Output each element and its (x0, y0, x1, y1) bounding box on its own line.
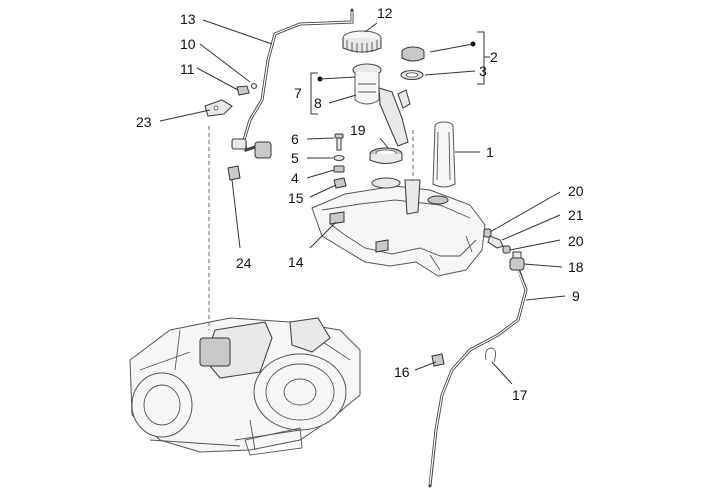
vent-hose-9 (428, 266, 528, 488)
leader-lines (159, 19, 566, 385)
hose-clip-10-11 (236, 82, 258, 96)
o-ring-3 (400, 69, 424, 81)
clip-16 (431, 353, 445, 367)
callout-2: 2 (490, 49, 498, 65)
washer-5 (333, 154, 345, 162)
clip-15 (333, 177, 347, 189)
bushing-4 (333, 165, 345, 173)
callout-7: 7 (294, 85, 302, 101)
callout-16: 16 (394, 364, 410, 380)
callout-6: 6 (291, 131, 299, 147)
filler-neck-1 (432, 121, 456, 188)
callout-3: 3 (479, 63, 487, 79)
callout-9: 9 (572, 288, 580, 304)
breather-hose-13 (231, 8, 354, 159)
callout-20-upper: 20 (568, 183, 584, 199)
clamp-20-upper (483, 228, 492, 238)
fuel-tank-14 (311, 177, 486, 277)
callout-1: 1 (486, 144, 494, 160)
callout-21: 21 (568, 207, 584, 223)
callout-18: 18 (568, 259, 584, 275)
hose-21 (487, 235, 504, 249)
screw-6 (334, 133, 344, 151)
fuel-pump-7-8 (352, 63, 411, 147)
callout-4: 4 (291, 170, 299, 186)
engine-assembly (129, 317, 361, 456)
filler-cap-2 (401, 46, 425, 62)
callout-13: 13 (180, 11, 196, 27)
pump-gasket-19 (369, 147, 403, 165)
bracket-23 (204, 99, 233, 117)
callout-11: 11 (180, 61, 195, 77)
clip-17 (485, 347, 497, 363)
clamp-20-lower (502, 245, 511, 254)
callout-12: 12 (377, 5, 393, 21)
connector-24 (227, 165, 241, 181)
callout-15: 15 (288, 190, 304, 206)
callout-labels: 13 10 11 23 24 12 2 3 7 8 19 6 5 4 15 14… (136, 5, 584, 403)
callout-24: 24 (236, 255, 252, 271)
callout-17: 17 (512, 387, 528, 403)
callout-8: 8 (314, 95, 322, 111)
roll-over-valve-18 (509, 251, 525, 271)
callout-20-lower: 20 (568, 233, 584, 249)
callout-5: 5 (291, 150, 299, 166)
callout-14: 14 (288, 254, 304, 270)
callout-19: 19 (350, 122, 366, 138)
callout-23: 23 (136, 114, 152, 130)
callout-10: 10 (180, 36, 196, 52)
tank-cap-12 (342, 30, 382, 53)
